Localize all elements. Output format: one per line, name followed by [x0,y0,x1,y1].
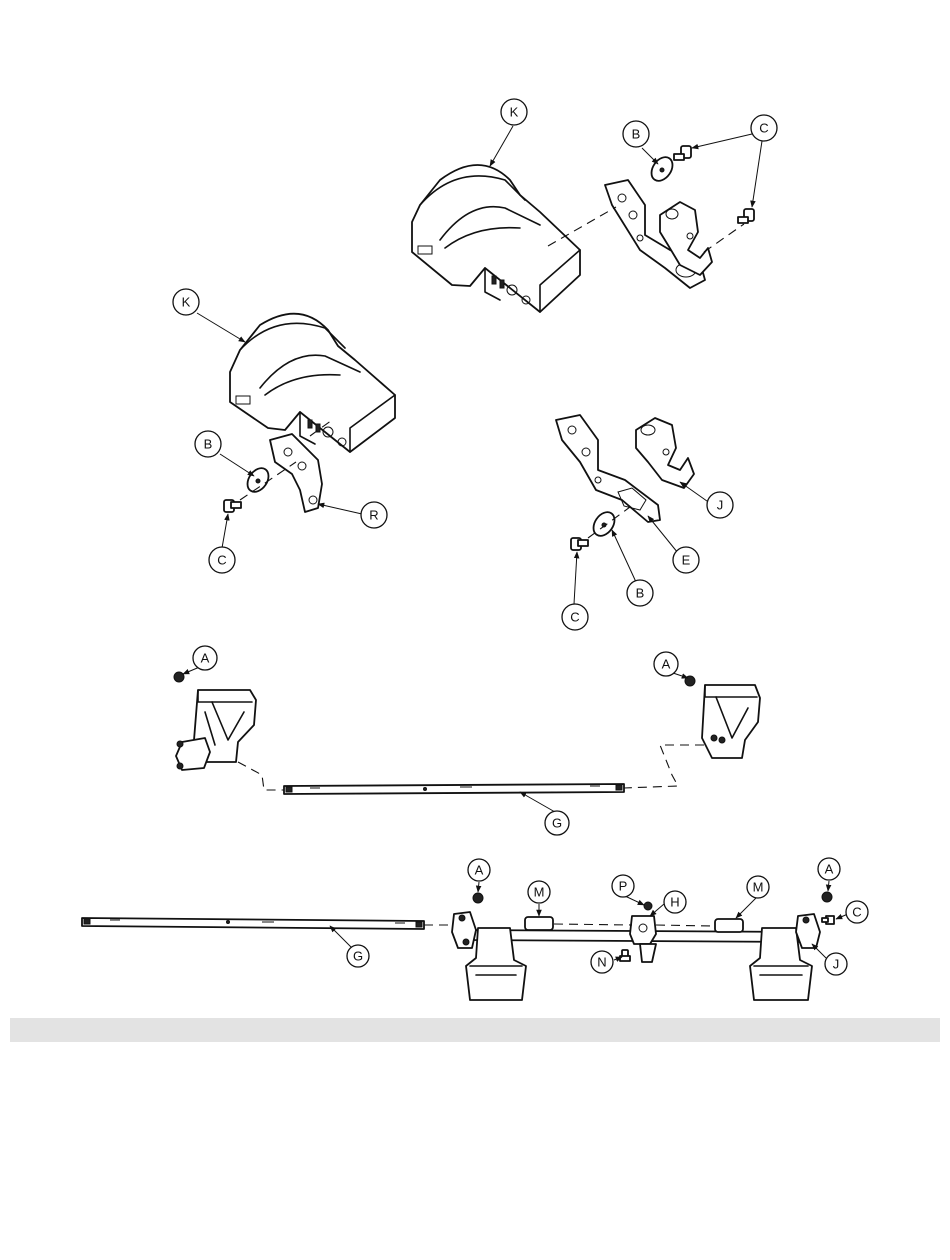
footer-band [10,1018,940,1042]
pedal-bar-assembly [174,666,760,812]
callout-a-left: A [193,646,217,670]
svg-text:B: B [632,127,641,142]
callout-b-middle: B [195,431,221,457]
nut-a-bottom-right [822,892,832,902]
svg-text:C: C [852,905,861,920]
nut-p [644,902,652,910]
clamp-bottom-right [796,914,820,948]
svg-text:M: M [534,885,545,900]
svg-text:E: E [682,553,691,568]
housing-k-upper [412,165,580,312]
callout-m-left: M [528,881,550,903]
callout-a-right: A [654,652,678,676]
clamp-bottom-left [452,912,476,948]
callout-m-right: M [747,876,769,898]
housing-k-middle [230,314,395,452]
clamp-j [636,418,694,488]
shaft-g-middle [284,784,624,794]
bracket-r [270,434,322,512]
callout-b-top: B [623,121,649,147]
screw-c-bottom [822,916,834,924]
pedal-left [176,690,256,770]
svg-text:K: K [510,105,519,120]
svg-text:C: C [759,121,768,136]
spacer-m-right [715,919,743,932]
callout-c-middle: C [209,547,235,573]
shaft-g-lower [82,918,424,929]
svg-text:A: A [825,862,834,877]
screw-c-middle [224,500,241,512]
hub-h [630,916,656,962]
svg-text:B: B [636,586,645,601]
screw-c-upper-1 [674,146,691,160]
svg-text:N: N [597,955,606,970]
callout-k-middle: K [173,289,199,315]
svg-text:B: B [204,437,213,452]
pedal-right [702,685,760,758]
svg-text:C: C [217,553,226,568]
svg-text:M: M [753,880,764,895]
full-bar-assembly [82,881,848,1000]
upper-housing-assembly [412,126,762,312]
svg-text:P: P [619,879,628,894]
callout-a-bottom-right: A [818,858,840,880]
svg-text:J: J [717,498,724,513]
callout-j-middle: J [707,492,733,518]
callout-e: E [673,547,699,573]
svg-text:R: R [369,508,378,523]
callout-b-lower: B [627,580,653,606]
svg-text:G: G [353,949,363,964]
callout-r: R [361,502,387,528]
callout-h: H [664,891,686,913]
svg-text:C: C [570,610,579,625]
callout-j-bottom: J [825,953,847,975]
callout-n: N [591,951,613,973]
callout-g-middle: G [545,811,569,835]
svg-text:A: A [201,651,210,666]
nut-a-left [174,672,184,682]
svg-text:K: K [182,295,191,310]
nut-a-bottom-left [473,893,483,903]
screw-c-lower [571,538,588,550]
callout-g-bottom: G [347,945,369,967]
spacer-m-left [525,917,553,930]
svg-text:H: H [670,895,679,910]
clamp-bracket-assembly [556,415,714,604]
svg-text:G: G [552,816,562,831]
svg-text:A: A [475,863,484,878]
screw-n [620,950,630,961]
svg-text:A: A [662,657,671,672]
callout-c-top: C [751,115,777,141]
callout-c-bottom: C [846,901,868,923]
callout-k-top: K [501,99,527,125]
callout-c-lower: C [562,604,588,630]
screw-c-upper-2 [738,209,754,223]
svg-text:J: J [833,957,840,972]
callout-p: P [612,875,634,897]
callout-a-bottom-left: A [468,859,490,881]
